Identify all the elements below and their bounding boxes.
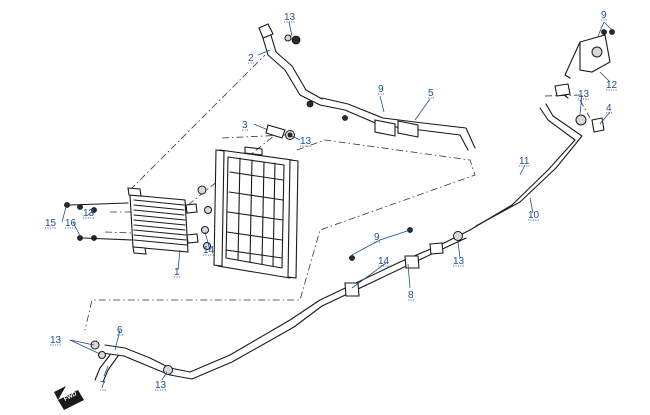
callout-13: 13 <box>155 380 167 391</box>
callout-4: 4 <box>606 103 612 114</box>
upper-metal-pipe <box>306 97 476 151</box>
oil-cooler-radiator <box>127 185 212 255</box>
callout-15: 14 <box>203 245 215 256</box>
callout-10: 10 <box>528 210 540 221</box>
callout-14: 13 <box>83 208 95 219</box>
callout-13: 13 <box>578 89 590 100</box>
callout-13: 13 <box>50 335 62 346</box>
callout-13: 13 <box>284 12 296 23</box>
callout-14: 14 <box>378 256 390 267</box>
callout-leaders <box>61 21 613 381</box>
callout-3: 3 <box>242 120 248 131</box>
callout-2: 2 <box>248 53 254 64</box>
callout-17: 16 <box>65 218 77 229</box>
upper-oil-hose <box>258 23 323 106</box>
hose-fitting <box>265 124 295 140</box>
callout-9: 9 <box>601 10 607 21</box>
callout-5: 5 <box>428 88 434 99</box>
lower-hoses <box>90 340 193 383</box>
callout-8: 8 <box>408 290 414 301</box>
right-return-pipes <box>469 83 605 231</box>
callout-7: 7 <box>100 380 106 391</box>
callout-6: 6 <box>117 325 123 336</box>
callout-13: 13 <box>300 136 312 147</box>
callout-labels: 13 2 3 13 9 5 9 12 13 4 11 10 9 14 13 8 … <box>45 10 618 391</box>
engine-radiator <box>213 146 299 279</box>
callout-underlines <box>45 19 618 391</box>
cooler-fasteners <box>64 202 133 241</box>
callout-13: 13 <box>453 256 465 267</box>
callout-12: 12 <box>606 80 618 91</box>
forward-direction-badge: FWD <box>54 386 84 410</box>
callout-9: 9 <box>378 84 384 95</box>
callout-1: 1 <box>174 267 180 278</box>
callout-16: 15 <box>45 218 57 229</box>
callout-9: 9 <box>374 232 380 243</box>
lower-oil-pipe <box>189 227 471 380</box>
assembly-guide-lines <box>84 54 591 331</box>
fwd-label: FWD <box>63 391 78 403</box>
mounting-bracket <box>564 29 615 79</box>
callout-11: 11 <box>519 156 530 167</box>
